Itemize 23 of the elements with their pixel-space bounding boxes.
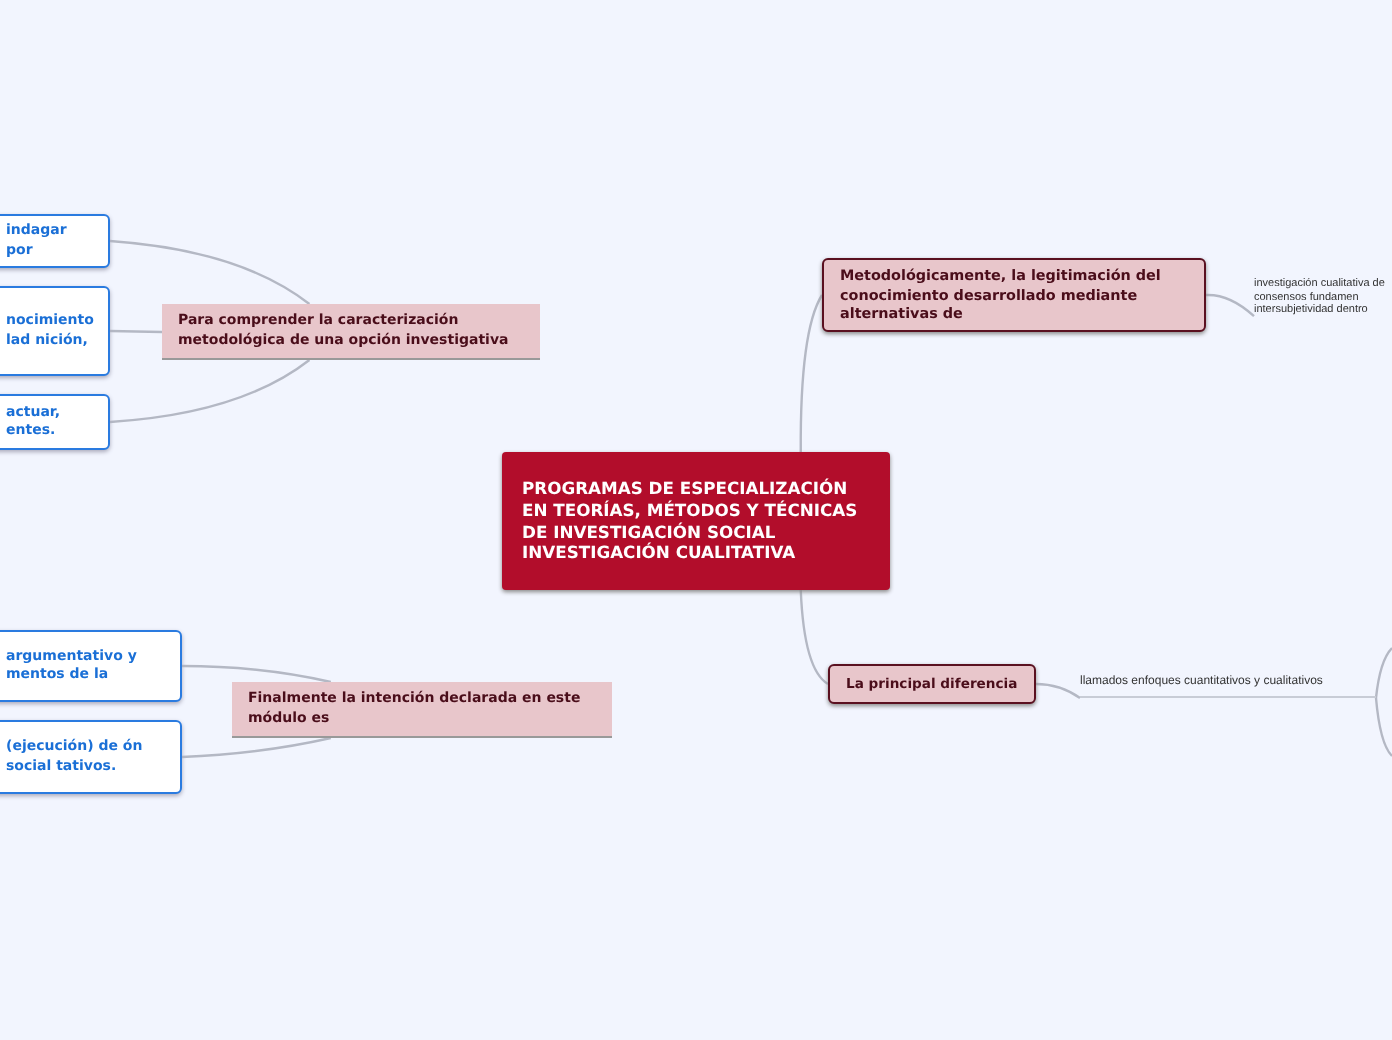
connector-line xyxy=(799,294,824,452)
topic-box xyxy=(232,682,612,738)
connector-line xyxy=(109,239,311,305)
connector-line xyxy=(1206,293,1255,318)
connector-line xyxy=(109,329,163,334)
topic-box xyxy=(822,258,1206,332)
note-text xyxy=(1080,670,1376,698)
connector-line xyxy=(182,664,332,684)
connector-line xyxy=(1374,697,1392,757)
leaf-box xyxy=(0,286,110,376)
topic-box xyxy=(162,304,540,360)
leaf-box xyxy=(0,214,110,268)
connector-line xyxy=(109,359,311,424)
leaf-box xyxy=(0,630,182,702)
topic-box xyxy=(828,664,1036,704)
connector-line xyxy=(1374,647,1392,699)
connector-line xyxy=(181,736,332,759)
connector-line xyxy=(799,589,829,685)
leaf-box xyxy=(0,720,182,794)
leaf-box xyxy=(0,394,110,450)
node-text: PROGRAMAS DE ESPECIALIZACIÓN EN TEORÍAS, MÉTODOS Y TÉCNICAS DE INVESTIGACIÓN SOCIAL INVESTIGACIÓN CUALITATIVA xyxy=(522,477,860,565)
connector-line xyxy=(1035,682,1081,699)
title-box xyxy=(502,452,890,590)
